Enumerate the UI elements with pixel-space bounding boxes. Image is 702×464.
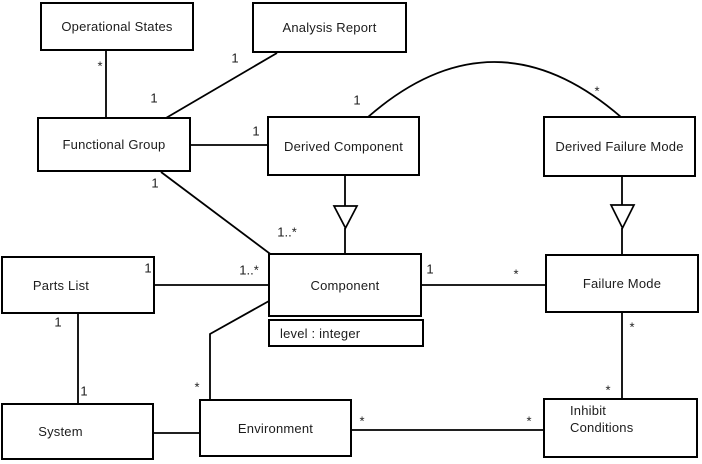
class-box-failure-mode[interactable]: Failure Mode xyxy=(545,254,699,313)
class-box-system[interactable]: System xyxy=(1,403,154,460)
multiplicity-arc-near-derived-failure-mode: * xyxy=(594,83,600,99)
multiplicity-component-failure-mode-near-failure-mode: * xyxy=(513,266,519,282)
attribute-box-component[interactable]: level : integer xyxy=(268,319,424,347)
class-label-component: Component xyxy=(310,277,380,293)
multiplicity-environment-inhibit-near-environment: * xyxy=(359,413,365,429)
class-label-failure-mode: Failure Mode xyxy=(582,276,662,291)
generalization-triangle-icon-derived-failure-mode xyxy=(609,204,636,230)
edge-component-environment xyxy=(209,300,270,400)
multiplicity-failure-mode-inhibit-near-inhibit: * xyxy=(605,382,611,398)
class-box-derived-component[interactable]: Derived Component xyxy=(267,116,420,176)
class-label-functional-group: Functional Group xyxy=(62,137,166,152)
class-box-analysis-report[interactable]: Analysis Report xyxy=(252,2,407,53)
edge-analysis-report-functional-group xyxy=(165,52,278,119)
class-label-system: System xyxy=(38,424,83,439)
multiplicity-operational-states-end: * xyxy=(97,58,103,74)
class-box-operational-states[interactable]: Operational States xyxy=(40,2,194,51)
attribute-label-component-level: level : integer xyxy=(280,325,361,341)
multiplicity-component-environment-near-environment: * xyxy=(194,379,200,395)
multiplicity-component-failure-mode-near-component: 1 xyxy=(426,261,434,277)
multiplicity-parts-list-component-near-component: 1..* xyxy=(239,262,259,278)
class-box-component[interactable]: Component xyxy=(268,253,422,317)
multiplicity-environment-inhibit-near-inhibit: * xyxy=(526,413,532,429)
class-label-derived-failure-mode: Derived Failure Mode xyxy=(555,139,684,154)
multiplicity-analysis-link-at-functional-group: 1 xyxy=(150,90,158,106)
multiplicity-parts-list-system-near-system: 1 xyxy=(80,383,88,399)
class-box-inhibit-conditions[interactable]: Inhibit Conditions xyxy=(543,398,698,458)
generalization-triangle-icon-derived-component xyxy=(332,205,359,230)
multiplicity-functional-group-component-near-component: 1..* xyxy=(277,224,297,240)
class-label-derived-component: Derived Component xyxy=(283,138,404,154)
class-label-inhibit-conditions: Inhibit Conditions xyxy=(570,403,634,435)
class-box-derived-failure-mode[interactable]: Derived Failure Mode xyxy=(543,116,696,177)
multiplicity-failure-mode-inhibit-near-failure-mode: * xyxy=(629,319,635,335)
edge-arc-derived-component-derived-failure-mode xyxy=(367,61,622,118)
multiplicity-functional-group-derived-component: 1 xyxy=(252,123,260,139)
class-label-environment: Environment xyxy=(237,420,314,436)
class-box-parts-list[interactable]: Parts List xyxy=(1,256,155,314)
class-box-environment[interactable]: Environment xyxy=(199,399,352,457)
multiplicity-analysis-link-at-analysis-report: 1 xyxy=(231,50,239,66)
multiplicity-parts-list-system-near-parts-list: 1 xyxy=(54,314,62,330)
class-label-parts-list: Parts List xyxy=(32,277,90,293)
multiplicity-arc-near-derived-component: 1 xyxy=(353,92,361,108)
edge-functional-group-component xyxy=(160,171,274,257)
multiplicity-functional-group-component-near-group: 1 xyxy=(151,175,159,191)
class-box-functional-group[interactable]: Functional Group xyxy=(37,117,191,172)
class-label-analysis-report: Analysis Report xyxy=(282,20,377,35)
multiplicity-parts-list-component-near-parts-list: 1 xyxy=(144,260,152,276)
class-label-operational-states: Operational States xyxy=(61,19,173,34)
